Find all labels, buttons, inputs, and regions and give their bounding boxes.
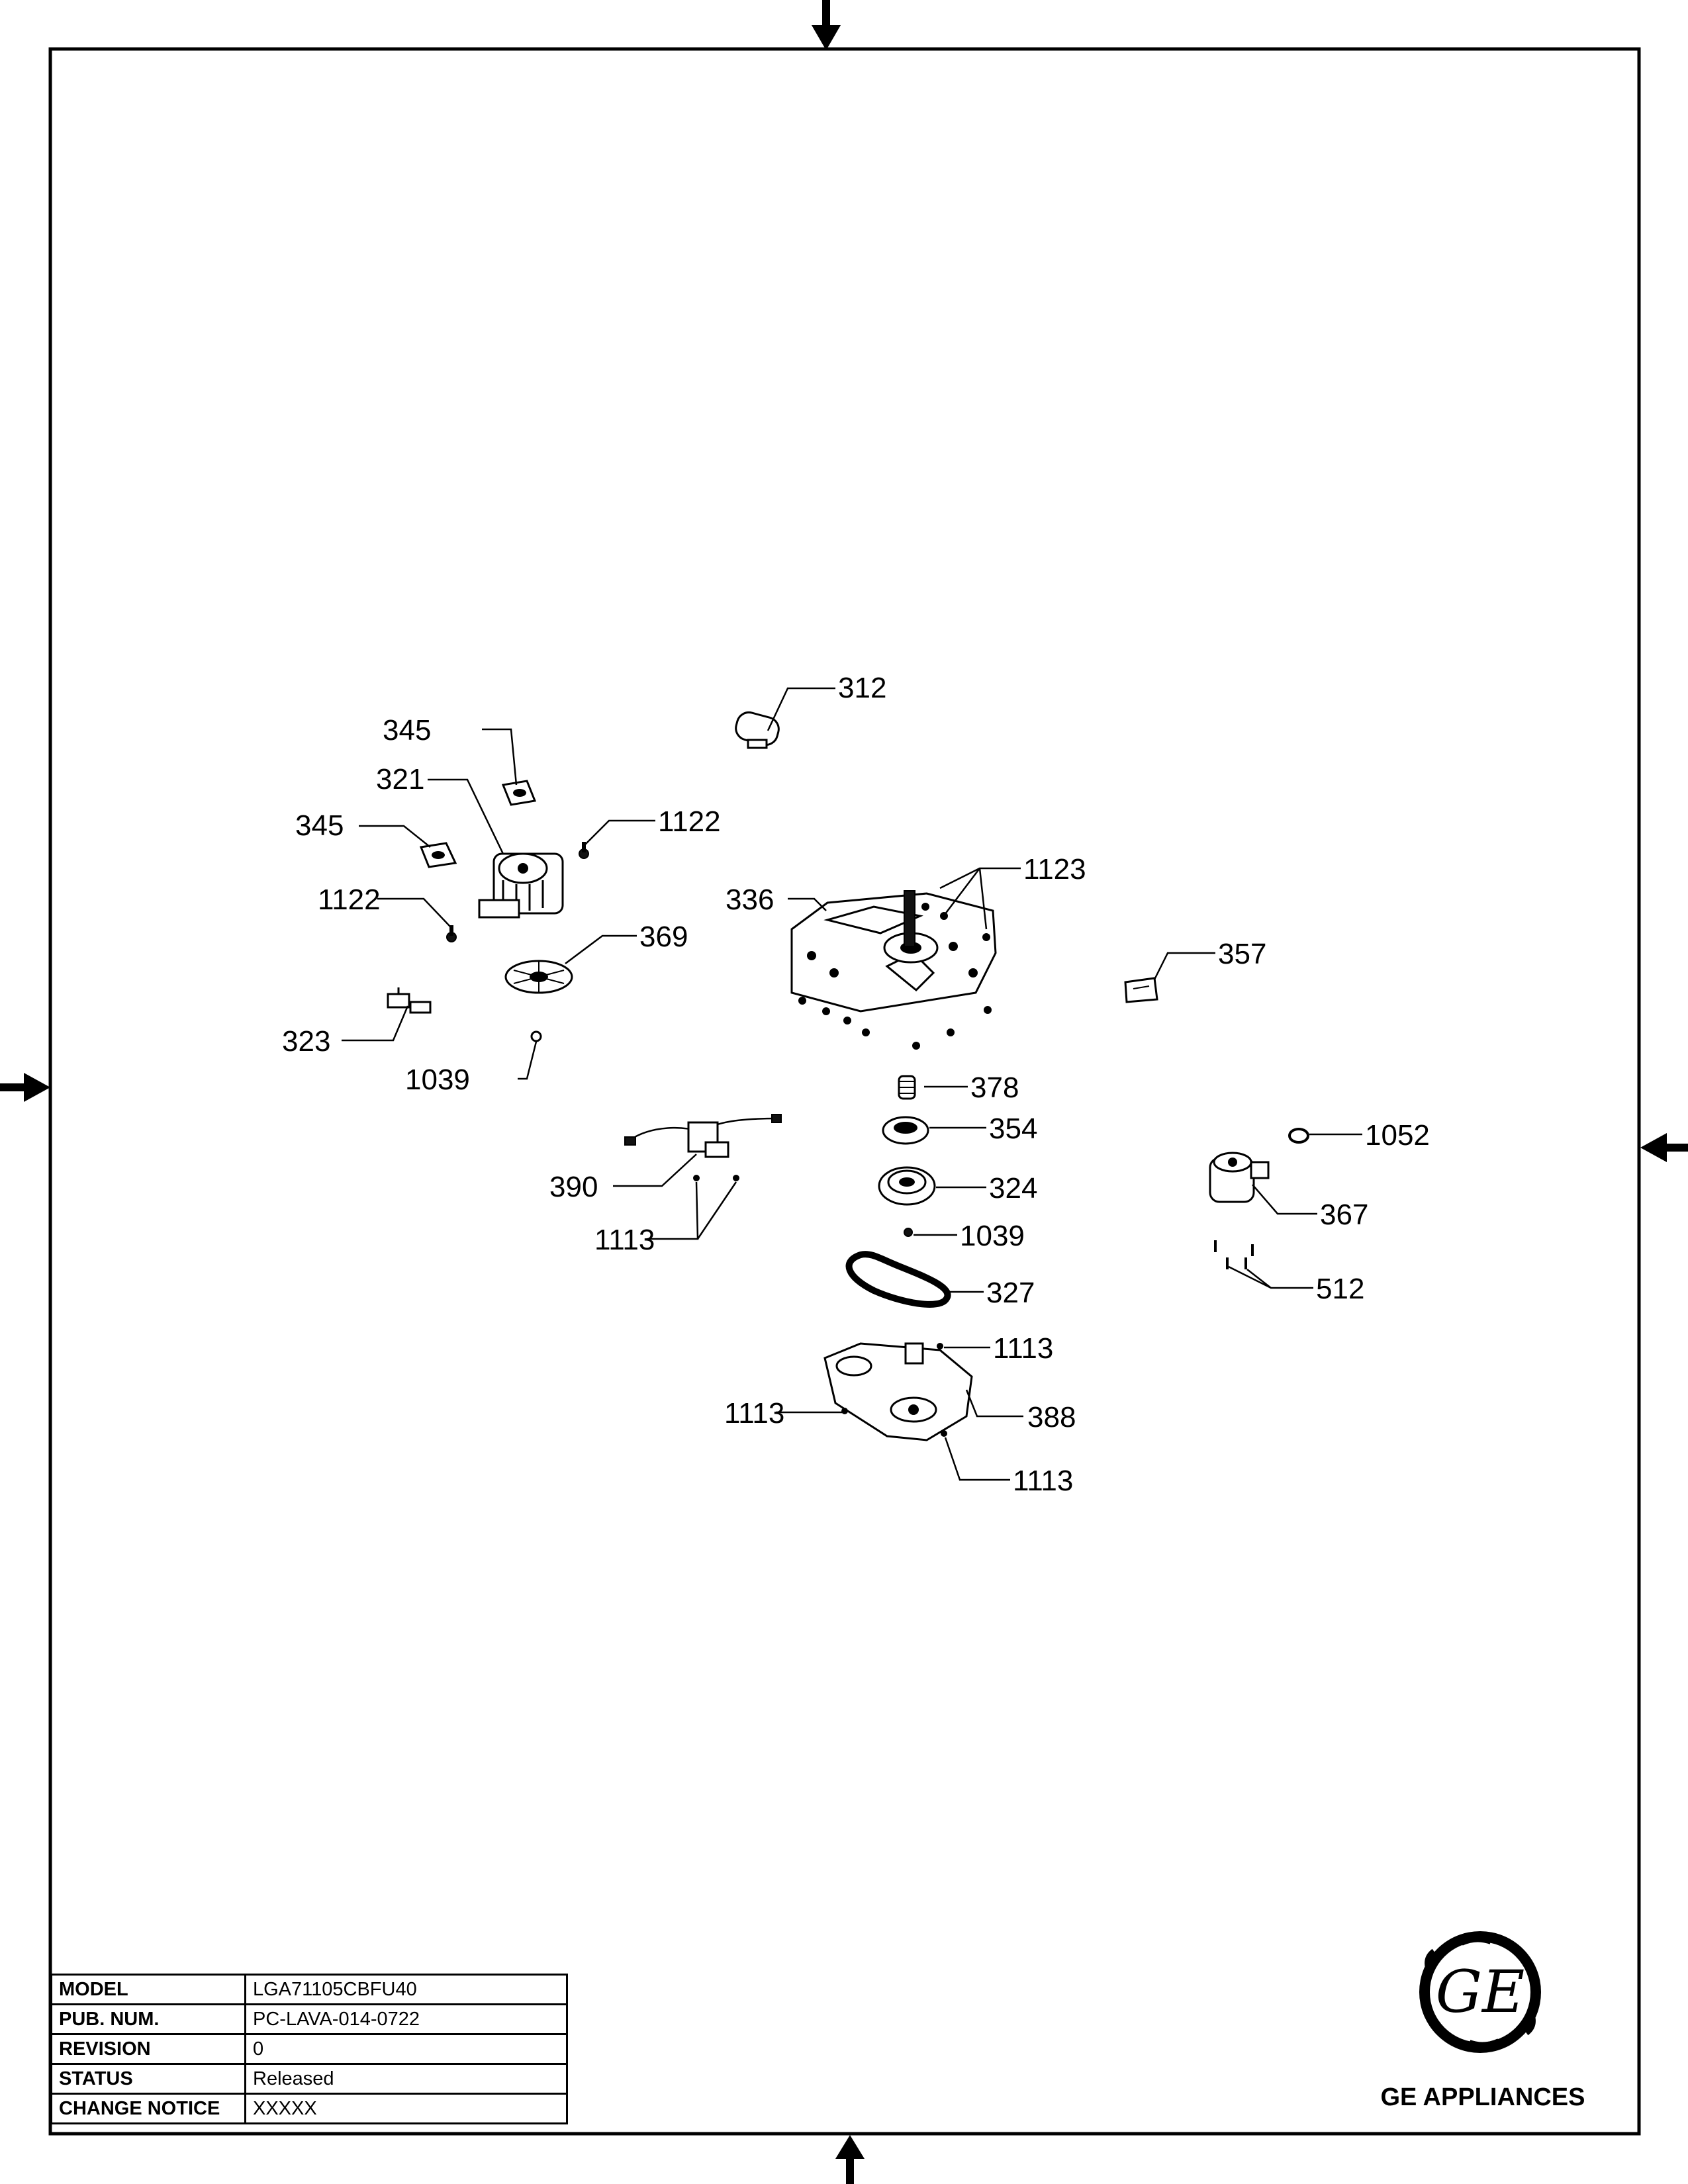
title-block-value: PC-LAVA-014-0722 [244, 2003, 568, 2035]
callout-1039-lower: 1039 [960, 1220, 1025, 1252]
title-block-row: REVISION 0 [50, 2033, 568, 2065]
callout-1122-lower: 1122 [318, 884, 381, 916]
brand-name: GE APPLIANCES [1380, 2083, 1585, 2111]
title-block-row: PUB. NUM. PC-LAVA-014-0722 [50, 2003, 568, 2035]
callout-312: 312 [838, 672, 886, 704]
callout-1052: 1052 [1365, 1119, 1430, 1152]
title-block-value: LGA71105CBFU40 [244, 1974, 568, 2005]
callout-336: 336 [726, 884, 774, 916]
title-block: MODEL LGA71105CBFU40 PUB. NUM. PC-LAVA-0… [50, 1974, 568, 2124]
part-378-spring [898, 1075, 916, 1100]
title-block-label: STATUS [50, 2063, 246, 2095]
part-354-coupling [882, 1116, 929, 1145]
part-1113-screws [693, 1175, 947, 1437]
callout-369: 369 [639, 921, 688, 953]
callout-numbers: 312 345 321 345 1122 1122 1123 336 369 3… [282, 672, 1430, 1497]
part-327-belt [845, 1251, 951, 1308]
callout-1113-cover-left: 1113 [724, 1397, 784, 1430]
callout-388: 388 [1027, 1401, 1076, 1433]
title-block-value: Released [244, 2063, 568, 2095]
callout-390: 390 [549, 1171, 598, 1203]
callout-1113-harness: 1113 [594, 1224, 655, 1256]
title-block-value: 0 [244, 2033, 568, 2065]
part-1039-nut-upper [530, 1030, 542, 1042]
part-312-capacitor [735, 711, 780, 749]
part-324-pulley [878, 1166, 936, 1206]
title-block-row: CHANGE NOTICE XXXXX [50, 2093, 568, 2124]
part-336-base-plate [790, 890, 997, 1013]
leader-lines [342, 687, 1362, 1481]
part-345-bracket-upper [501, 780, 537, 806]
title-block-label: REVISION [50, 2033, 246, 2065]
ge-logo-monogram: GE [1436, 1958, 1525, 2026]
title-block-row: MODEL LGA71105CBFU40 [50, 1974, 568, 2005]
callout-367: 367 [1320, 1199, 1368, 1231]
part-345-bracket-lower [419, 842, 457, 868]
part-390-harness [624, 1114, 782, 1158]
callout-1123: 1123 [1023, 853, 1086, 886]
callout-327: 327 [986, 1277, 1035, 1309]
callout-1113-cover-top: 1113 [993, 1332, 1053, 1365]
callout-512: 512 [1316, 1273, 1364, 1305]
callout-324: 324 [989, 1172, 1037, 1205]
callout-323: 323 [282, 1025, 330, 1058]
part-323-switch [387, 987, 432, 1014]
part-512-screws [1214, 1240, 1254, 1269]
title-block-value: XXXXX [244, 2093, 568, 2124]
title-block-label: MODEL [50, 1974, 246, 2005]
part-367-pump [1209, 1152, 1270, 1203]
part-1123-screws [798, 903, 992, 1050]
callout-357: 357 [1218, 938, 1266, 970]
title-block-label: PUB. NUM. [50, 2003, 246, 2035]
callout-345-upper: 345 [383, 714, 431, 747]
callout-1113-cover-bottom: 1113 [1013, 1465, 1073, 1497]
part-369-fan-pulley [504, 960, 573, 994]
callout-378: 378 [970, 1071, 1019, 1104]
ge-logo: GE [1419, 1931, 1541, 2053]
callout-321: 321 [376, 763, 424, 796]
part-1052-clamp [1288, 1128, 1309, 1144]
callout-1122-upper: 1122 [658, 805, 721, 838]
part-1122-screw-upper [579, 842, 589, 859]
callout-345-lower: 345 [295, 809, 344, 842]
part-357-clip [1124, 977, 1158, 1003]
part-321-motor [478, 852, 564, 919]
title-block-row: STATUS Released [50, 2063, 568, 2095]
drawing-border [48, 47, 1641, 2136]
callout-1039-upper: 1039 [405, 1064, 470, 1096]
callout-354: 354 [989, 1113, 1037, 1145]
title-block-label: CHANGE NOTICE [50, 2093, 246, 2124]
part-1039-nut-lower [904, 1228, 913, 1237]
part-1122-screw-lower [446, 925, 457, 942]
part-388-cover [823, 1342, 973, 1441]
